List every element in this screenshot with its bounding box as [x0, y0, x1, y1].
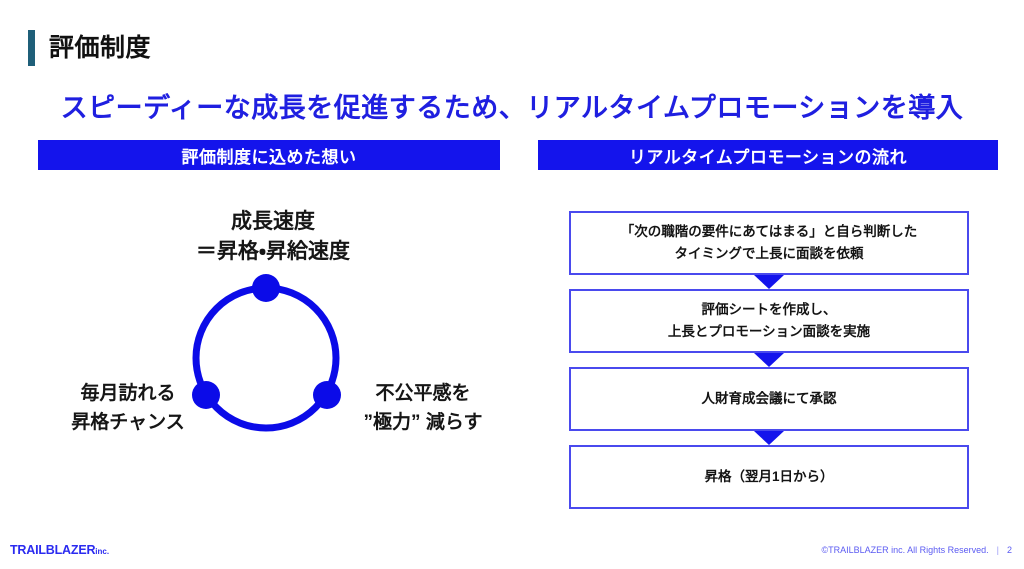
footer-separator: |: [996, 545, 999, 555]
arrow-down-icon: [754, 353, 784, 367]
subtitle-label: スピーディーな成長を促進するため、リアルタイムプロモーションを導入: [60, 93, 964, 123]
circle-top-label: 成長速度 ＝昇格・昇給速度: [38, 207, 508, 268]
flow-step-3-line1: 人財育成会議にて承認: [701, 390, 837, 406]
circle-right-label-line1: 不公平感を: [375, 383, 471, 404]
circle-left-label-line2: 昇格チャンス: [71, 411, 185, 433]
footer-right: ©TRAILBLAZER inc. All Rights Reserved. |…: [821, 545, 1012, 555]
title-label: 評価制度: [49, 33, 152, 62]
flow-step-1-line2: タイミングで上長に面談を依頼: [674, 246, 864, 261]
section-header-right: リアルタイムプロモーションの流れ: [538, 140, 998, 170]
flow-step-1: 「次の職階の要件にあてはまる」と自ら判断した タイミングで上長に面談を依頼: [569, 211, 969, 275]
circle-right-label: 不公平感を ”極力” 減らす: [338, 380, 508, 437]
ring-node-right: [313, 381, 341, 409]
company-logo: TRAILBLAZERinc.: [10, 543, 109, 557]
page-number: 2: [1006, 545, 1012, 555]
flow-step-2-line1: 評価シートを作成し、: [701, 301, 837, 317]
section-header-left-label: 評価制度に込めた想い: [181, 147, 357, 167]
circle-top-label-line2: ＝昇格・昇給速度: [195, 240, 351, 264]
flow-chart: 「次の職階の要件にあてはまる」と自ら判断した タイミングで上長に面談を依頼 評価…: [569, 211, 969, 509]
flow-arrow-2: [569, 353, 969, 367]
circle-ring-graphic: [192, 274, 341, 432]
flow-step-4-line1: 昇格（翌月1日から）: [704, 468, 834, 484]
ring-outline: [192, 284, 340, 432]
company-logo-suffix: inc.: [95, 547, 110, 556]
page-title: 評価制度: [28, 30, 151, 66]
flow-step-2-line2: 上長とプロモーション面談を実施: [667, 324, 871, 339]
circle-diagram: 成長速度 ＝昇格・昇給速度 毎月訪れる 昇格チャンス 不公平感を ”極力” 減ら…: [38, 195, 508, 475]
flow-step-2: 評価シートを作成し、 上長とプロモーション面談を実施: [569, 289, 969, 353]
circle-left-label: 毎月訪れる 昇格チャンス: [48, 380, 208, 437]
ring-node-left: [192, 381, 220, 409]
arrow-down-icon: [754, 431, 784, 445]
ring-node-top: [252, 274, 280, 302]
title-accent-bar: [28, 30, 35, 66]
copyright-text: ©TRAILBLAZER inc. All Rights Reserved.: [821, 545, 989, 555]
section-header-left: 評価制度に込めた想い: [38, 140, 500, 170]
circle-right-label-line2: ”極力” 減らす: [363, 411, 483, 433]
flow-step-1-line1: 「次の職階の要件にあてはまる」と自ら判断した: [620, 223, 918, 239]
section-header-right-label: リアルタイムプロモーションの流れ: [628, 147, 908, 167]
circle-left-label-line1: 毎月訪れる: [80, 383, 176, 404]
flow-step-3: 人財育成会議にて承認: [569, 367, 969, 431]
flow-step-4: 昇格（翌月1日から）: [569, 445, 969, 509]
flow-arrow-3: [569, 431, 969, 445]
arrow-down-icon: [754, 275, 784, 289]
flow-arrow-1: [569, 275, 969, 289]
circle-top-label-line1: 成長速度: [231, 210, 315, 233]
company-logo-main: TRAILBLAZER: [10, 543, 96, 557]
